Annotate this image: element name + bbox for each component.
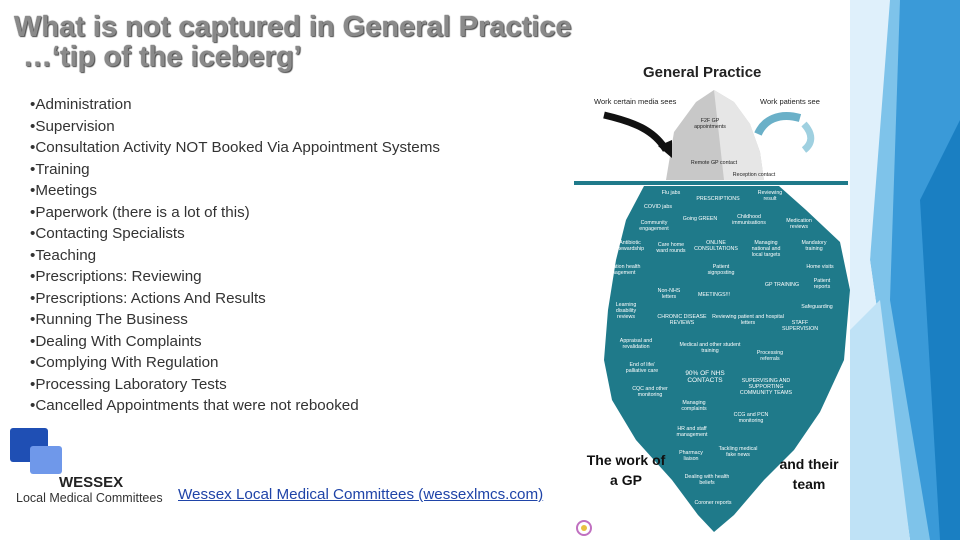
list-item: Contacting Specialists [30, 223, 440, 245]
iceberg-label: HR and staff management [676, 426, 708, 438]
left-caption: Work certain media sees [594, 97, 677, 106]
list-item: Meetings [30, 180, 440, 202]
iceberg-label: Patient reports [813, 278, 831, 290]
iceberg-label: Tackling medical fake news [718, 446, 758, 458]
iceberg-label: Medical and other student training [679, 342, 741, 354]
list-item: Paperwork (there is a lot of this) [30, 202, 440, 224]
iceberg-label: Flu jabs [661, 190, 681, 196]
decorative-edge-icon [850, 0, 960, 540]
title-line-1: What is not captured in General Practice [14, 11, 572, 43]
iceberg-label: Reviewing patient and hospital letters [712, 314, 784, 326]
iceberg-label: Medication reviews [786, 218, 812, 230]
iceberg-label: Pharmacy liaison [679, 450, 703, 462]
list-item: Administration [30, 94, 440, 116]
list-item: Consultation Activity NOT Booked Via App… [30, 137, 440, 159]
iceberg-label: Community engagement [639, 220, 669, 232]
iceberg-label: Antibiotic stewardship [615, 240, 645, 252]
iceberg-label: MEETINGS!!! [697, 292, 731, 298]
tip-label: Remote GP contact [690, 160, 738, 166]
list-item: Prescriptions: Actions And Results [30, 288, 440, 310]
list-item: Complying With Regulation [30, 352, 440, 374]
iceberg-label: Home visits [806, 264, 834, 270]
iceberg-label: Reviewing result [757, 190, 783, 202]
iceberg-label: Non-NHS letters [657, 288, 681, 300]
iceberg-label: Mandatory training [801, 240, 827, 252]
iceberg-label: Childhood immunisations [732, 214, 766, 226]
iceberg-infographic: General Practice Work certain media sees… [574, 60, 850, 540]
list-item: Prescriptions: Reviewing [30, 266, 440, 288]
iceberg-label: SUPERVISING AND SUPPORTING COMMUNITY TEA… [739, 378, 793, 396]
iceberg-label: ONLINE CONSULTATIONS [694, 240, 738, 252]
wessex-lmc-link[interactable]: Wessex Local Medical Committees (wessexl… [178, 486, 544, 503]
iceberg-label: Safeguarding [801, 304, 833, 310]
iceberg-label: STAFF SUPERVISION [781, 320, 819, 332]
iceberg-label: CQC and other monitoring [632, 386, 668, 398]
iceberg-label: Patient signposting [707, 264, 735, 276]
iceberg-label: Processing referrals [756, 350, 784, 362]
iceberg-label: Managing national and local targets [751, 240, 781, 258]
iceberg-shape-icon [574, 90, 850, 536]
bullet-list: Administration Supervision Consultation … [30, 94, 440, 417]
tip-label: Reception contact [732, 172, 776, 178]
iceberg-label: Going GREEN [682, 216, 718, 222]
iceberg-label: Care home ward rounds [656, 242, 686, 254]
iceberg-label: CHRONIC DISEASE REVIEWS [657, 314, 707, 326]
logo-subtitle: Local Medical Committees [16, 491, 163, 505]
list-item: Training [30, 159, 440, 181]
iceberg-label: Population health management [599, 264, 641, 276]
iceberg-label: End of life/ palliative care [625, 362, 659, 374]
iceberg-label: PRESCRIPTIONS [696, 196, 740, 202]
iceberg-label: GP TRAINING [764, 282, 800, 288]
slide-title: What is not captured in General Practice… [14, 12, 572, 72]
iceberg-label: CCG and PCN monitoring [733, 412, 769, 424]
iceberg-label: Appraisal and revalidation [619, 338, 653, 350]
iceberg-label: COVID jabs [644, 204, 672, 210]
wessex-logo-icon [10, 428, 62, 474]
list-item: Supervision [30, 116, 440, 138]
list-item: Dealing With Complaints [30, 331, 440, 353]
list-item: Running The Business [30, 309, 440, 331]
list-item: Cancelled Appointments that were not reb… [30, 395, 440, 417]
right-caption: Work patients see [760, 97, 820, 106]
title-line-2: …‘tip of the iceberg’ [23, 41, 302, 73]
iceberg-label: Dealing with health beliefs [684, 474, 730, 486]
iceberg-label: Learning disability reviews [615, 302, 637, 320]
iceberg-label: 90% OF NHS CONTACTS [685, 370, 725, 384]
iceberg-label: Coroner reports [694, 500, 732, 506]
iceberg-label: Managing complaints [681, 400, 707, 412]
infographic-title: General Practice [643, 64, 762, 81]
logo-name: WESSEX [59, 474, 124, 491]
list-item: Teaching [30, 245, 440, 267]
list-item: Processing Laboratory Tests [30, 374, 440, 396]
